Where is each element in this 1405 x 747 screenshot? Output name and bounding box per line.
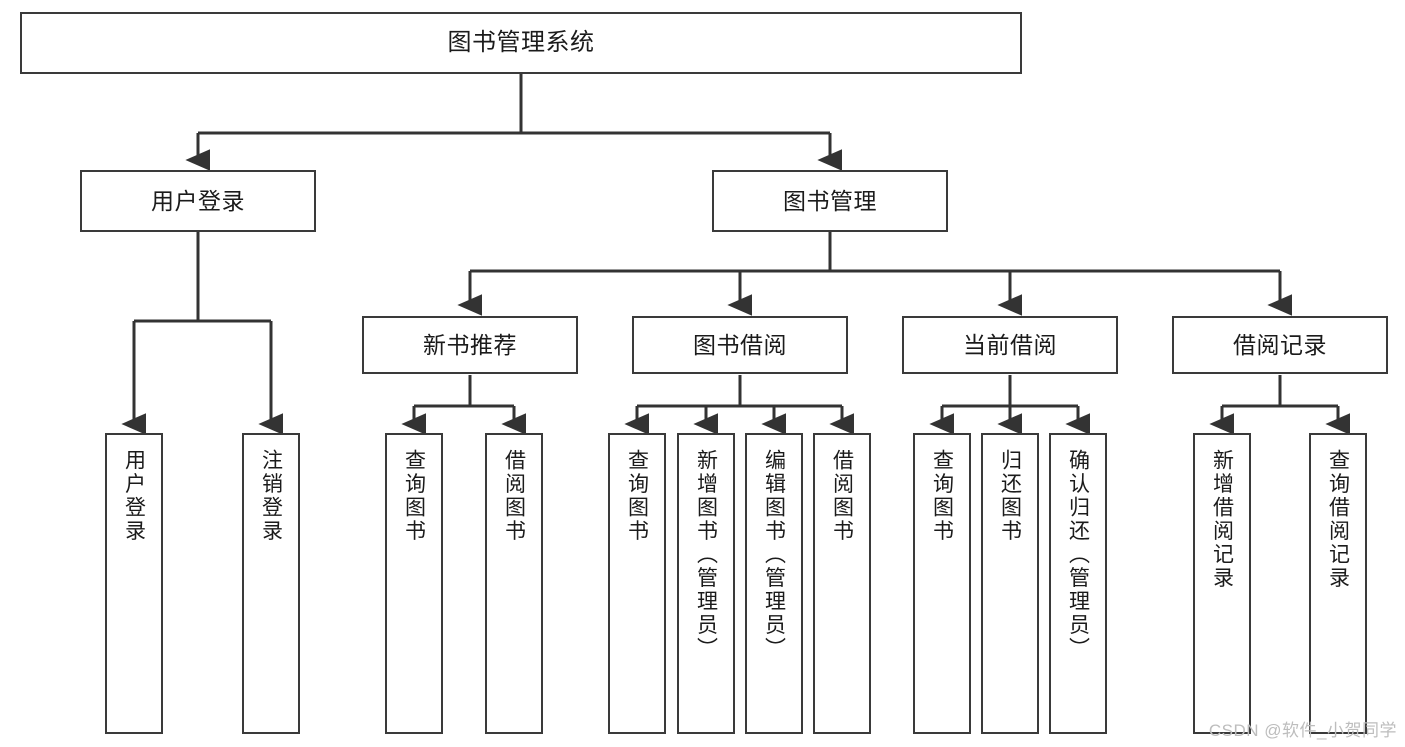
leaf-borrow-query-book-label: 查询图书 (625, 449, 649, 543)
csdn-watermark: CSDN @软件_小贺同学 (1208, 721, 1397, 740)
node-current-borrow-label: 当前借阅 (963, 331, 1057, 358)
leaf-borrow-edit-book-admin[interactable]: 编辑图书（管理员） (745, 433, 803, 734)
node-new-book-recommend[interactable]: 新书推荐 (362, 316, 578, 374)
leaf-record-add-record[interactable]: 新增借阅记录 (1193, 433, 1251, 734)
leaf-current-confirm-return-admin-label: 确认归还（管理员） (1066, 449, 1090, 661)
leaf-current-confirm-return-admin[interactable]: 确认归还（管理员） (1049, 433, 1107, 734)
node-root-system-label: 图书管理系统 (447, 29, 595, 57)
leaf-recommend-query-book[interactable]: 查询图书 (385, 433, 443, 734)
leaf-current-query-book-label: 查询图书 (930, 449, 954, 543)
leaf-user-login-login[interactable]: 用户登录 (105, 433, 163, 734)
node-book-manage-label: 图书管理 (783, 187, 877, 214)
leaf-record-query-record-label: 查询借阅记录 (1326, 449, 1350, 590)
node-book-borrow[interactable]: 图书借阅 (632, 316, 848, 374)
leaf-record-query-record[interactable]: 查询借阅记录 (1309, 433, 1367, 734)
leaf-current-query-book[interactable]: 查询图书 (913, 433, 971, 734)
node-new-book-recommend-label: 新书推荐 (423, 331, 517, 358)
node-current-borrow[interactable]: 当前借阅 (902, 316, 1118, 374)
node-root-system[interactable]: 图书管理系统 (20, 12, 1022, 74)
leaf-current-return-book-label: 归还图书 (998, 449, 1022, 543)
leaf-recommend-borrow-book[interactable]: 借阅图书 (485, 433, 543, 734)
node-book-manage[interactable]: 图书管理 (712, 170, 948, 232)
leaf-borrow-edit-book-admin-label: 编辑图书（管理员） (762, 449, 786, 661)
leaf-borrow-add-book-admin[interactable]: 新增图书（管理员） (677, 433, 735, 734)
leaf-user-login-logout-label: 注销登录 (259, 449, 283, 543)
leaf-recommend-query-book-label: 查询图书 (402, 449, 426, 543)
leaf-borrow-borrow-book-label: 借阅图书 (830, 449, 854, 543)
leaf-user-login-login-label: 用户登录 (122, 449, 146, 543)
node-user-login-label: 用户登录 (151, 187, 245, 214)
leaf-current-return-book[interactable]: 归还图书 (981, 433, 1039, 734)
leaf-user-login-logout[interactable]: 注销登录 (242, 433, 300, 734)
node-borrow-record-label: 借阅记录 (1233, 331, 1327, 358)
node-user-login[interactable]: 用户登录 (80, 170, 316, 232)
leaf-borrow-borrow-book[interactable]: 借阅图书 (813, 433, 871, 734)
leaf-recommend-borrow-book-label: 借阅图书 (502, 449, 526, 543)
node-book-borrow-label: 图书借阅 (693, 331, 787, 358)
leaf-borrow-add-book-admin-label: 新增图书（管理员） (694, 449, 718, 661)
leaf-record-add-record-label: 新增借阅记录 (1210, 449, 1234, 590)
node-borrow-record[interactable]: 借阅记录 (1172, 316, 1388, 374)
leaf-borrow-query-book[interactable]: 查询图书 (608, 433, 666, 734)
